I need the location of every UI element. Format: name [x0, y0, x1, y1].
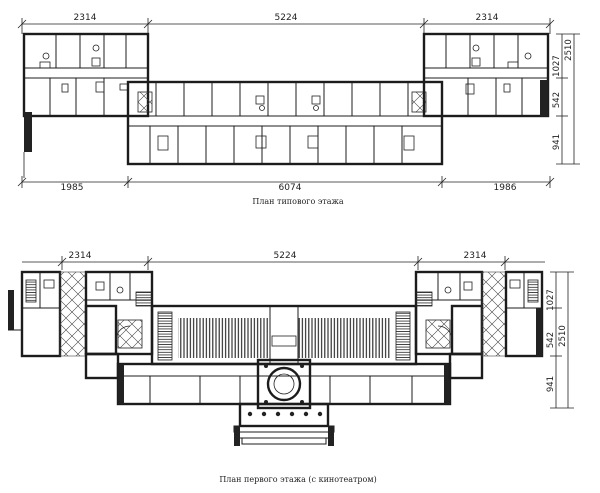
typical-dim-bottom-left: 1985 [61, 183, 84, 193]
ground-right-dimension: 1027 542 941 2510 [546, 271, 574, 409]
typical-dim-bottom-right: 1986 [494, 183, 517, 193]
ground-dim-top-center: 5224 [274, 251, 297, 261]
typical-dim-top-left: 2314 [74, 13, 97, 23]
ground-plan-caption: План первого этажа (с кинотеатром) [219, 475, 376, 484]
ground-entrance-portico [233, 402, 335, 446]
ground-auditorium [150, 304, 418, 366]
typical-dim-bottom-center: 6074 [279, 183, 302, 193]
ground-dim-right-542: 542 [546, 332, 556, 348]
ground-lower-block [84, 352, 484, 406]
typical-right-dimension: 1027 542 941 2510 [552, 33, 580, 165]
ground-dim-top-right: 2314 [464, 251, 487, 261]
ground-dim-top-left: 2314 [69, 251, 92, 261]
ground-left-annex [8, 270, 87, 358]
ground-left-wing [84, 270, 154, 356]
ground-rotunda [256, 358, 312, 410]
typical-plan-caption: План типового этажа [252, 197, 344, 206]
typical-left-wing [22, 32, 150, 178]
ground-top-dimension: 2314 5224 2314 [22, 251, 545, 270]
ground-dim-right-941: 941 [546, 376, 556, 392]
ground-right-annex [481, 270, 544, 358]
ground-dim-right-2510: 2510 [558, 325, 568, 347]
typical-right-wing [422, 32, 550, 118]
typical-dim-top-center: 5224 [275, 13, 298, 23]
typical-bottom-dimension: 1985 6074 1986 [17, 176, 555, 193]
typical-dim-right-941: 941 [552, 134, 562, 150]
typical-dim-right-1027: 1027 [552, 55, 562, 77]
typical-floor-plan: 2314 5224 2314 [17, 13, 580, 206]
typical-dim-right-542: 542 [552, 92, 562, 108]
typical-dim-top-right: 2314 [476, 13, 499, 23]
typical-top-dimension: 2314 5224 2314 [17, 13, 555, 34]
ground-right-wing [414, 270, 484, 356]
typical-central-block [126, 80, 444, 166]
typical-dim-right-2510: 2510 [564, 39, 574, 61]
ground-dim-right-1027: 1027 [546, 289, 556, 311]
ground-floor-plan: 2314 5224 2314 [8, 251, 574, 484]
